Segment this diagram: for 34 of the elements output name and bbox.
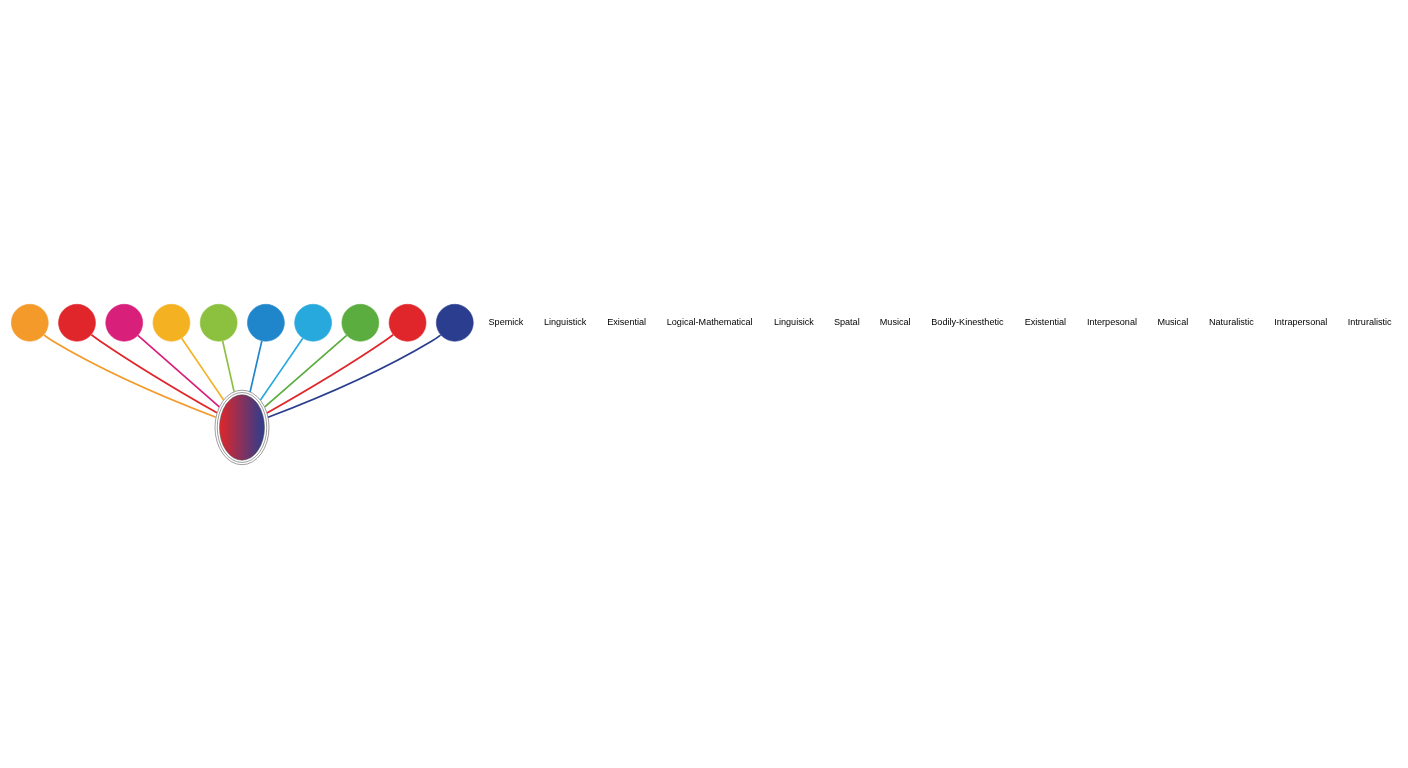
node-circle (247, 303, 285, 342)
label: Existential (1024, 316, 1067, 327)
connector (137, 333, 221, 408)
label: Intrapersonal (1274, 316, 1328, 327)
node-circle (436, 303, 474, 342)
connector (43, 333, 217, 418)
node-circle (294, 303, 332, 342)
connector (249, 339, 263, 393)
label: Intruralistic (1347, 316, 1392, 327)
connector (180, 336, 225, 401)
node-circle (199, 303, 238, 342)
node-circle (341, 303, 380, 342)
connector (266, 333, 395, 414)
label: Naturalistic (1208, 316, 1254, 327)
node-circle (58, 303, 96, 342)
connector (221, 339, 235, 393)
label: Linguisick (773, 316, 814, 327)
connector (263, 333, 348, 408)
label: Spatal (833, 316, 860, 327)
connector (267, 333, 442, 418)
label: Logical-Mathematical (666, 316, 753, 327)
node-circle (152, 303, 191, 342)
label: Musical (879, 316, 911, 327)
label: Musical (1157, 316, 1189, 327)
node-circle (105, 303, 143, 342)
connector (90, 333, 218, 414)
label: Spemick (488, 316, 524, 327)
label: Exisential (607, 316, 647, 327)
label: Bodily-Kinesthetic (931, 316, 1004, 327)
node-circle (11, 303, 49, 342)
node-circle (388, 303, 427, 342)
label: Linguistick (543, 316, 587, 327)
connector (259, 336, 304, 401)
label: Interpesonal (1086, 316, 1137, 327)
